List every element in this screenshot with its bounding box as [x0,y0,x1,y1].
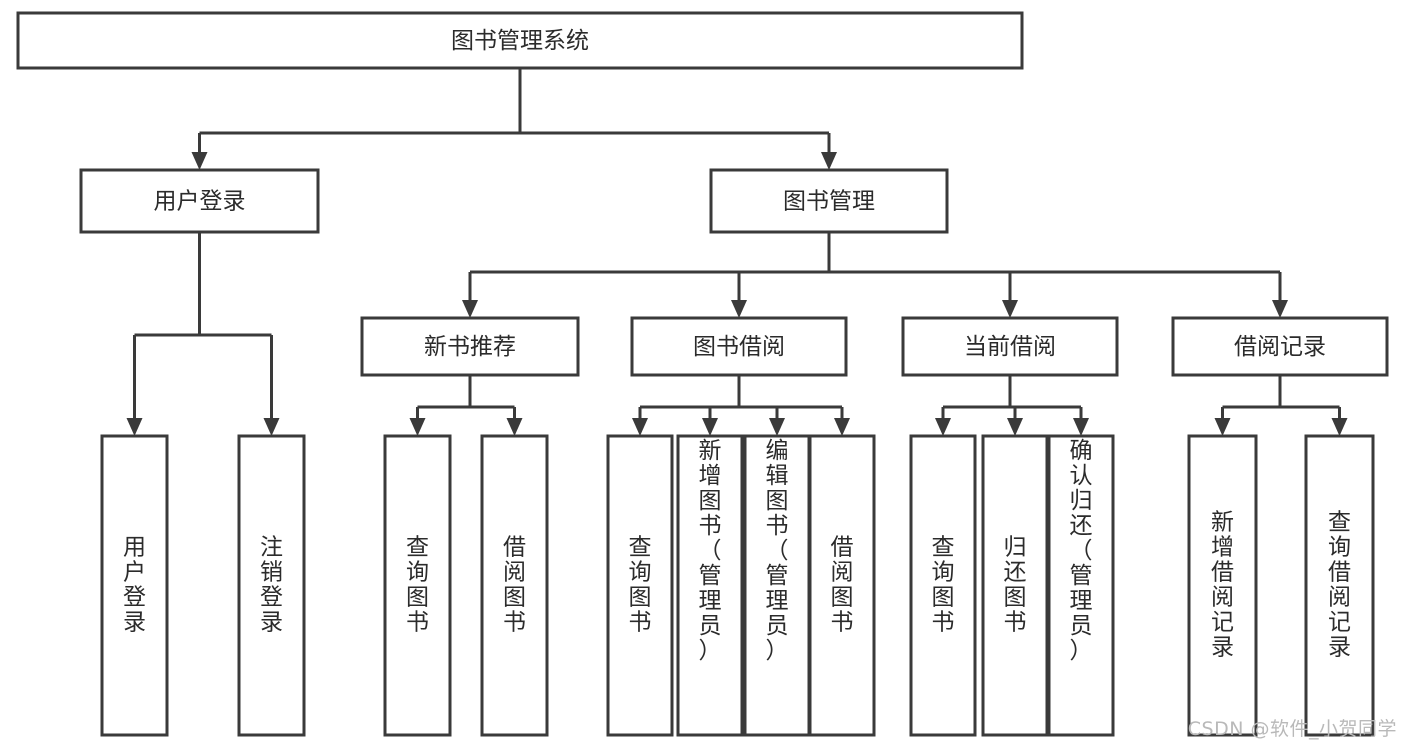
node-label: 注销登录 [260,535,283,636]
arrow-head [191,152,208,170]
node-box[interactable] [909,434,977,737]
node-leaf-编辑图书管理员-6[interactable]: 编辑图书（管理员） [743,434,811,737]
node-leaf-查询借阅记录-12[interactable]: 查询借阅记录 [1304,434,1375,737]
node-level3-新书推荐-0[interactable]: 新书推荐 [360,316,580,377]
node-level3-图书借阅-1[interactable]: 图书借阅 [630,316,848,377]
node-box[interactable] [709,168,949,234]
arrow-head [409,418,426,436]
csdn-watermark: CSDN @软件_小贺同学 [1187,718,1397,740]
connector-layer [126,68,1348,436]
node-leaf-查询图书-4[interactable]: 查询图书 [606,434,674,737]
node-box[interactable] [630,316,848,377]
node-label: 图书管理系统 [451,28,589,54]
node-label: 查询借阅记录 [1328,510,1351,661]
node-label: 当前借阅 [964,334,1056,360]
arrow-head [632,418,648,436]
node-box[interactable] [360,316,580,377]
node-label: 用户登录 [123,535,146,636]
node-box[interactable] [480,434,549,737]
node-leaf-确认归还管理员-10[interactable]: 确认归还（管理员） [1047,434,1115,737]
node-label: 新增图书（管理员） [699,438,722,664]
node-level2-用户登录-0[interactable]: 用户登录 [79,168,320,234]
node-box[interactable] [1304,434,1375,737]
node-box[interactable] [808,434,876,737]
node-box[interactable] [1047,434,1115,737]
node-box[interactable] [1187,434,1258,737]
arrow-head [1331,418,1348,436]
node-box[interactable] [100,434,169,737]
node-leaf-注销登录-1[interactable]: 注销登录 [237,434,306,737]
arrow-head [769,418,785,436]
arrow-head [1272,300,1288,318]
arrow-head [462,300,478,318]
arrow-head [1002,300,1018,318]
arrow-head [935,418,951,436]
arrow-head [1214,418,1231,436]
node-root-图书管理系统-0[interactable]: 图书管理系统 [16,11,1024,70]
node-leaf-新增借阅记录-11[interactable]: 新增借阅记录 [1187,434,1258,737]
arrow-head [263,418,280,436]
node-label: 图书借阅 [693,334,785,360]
node-leaf-归还图书-9[interactable]: 归还图书 [981,434,1049,737]
node-label: 归还图书 [1004,535,1027,636]
node-label: 编辑图书（管理员） [766,438,789,664]
node-label: 查询图书 [932,535,955,636]
node-box[interactable] [901,316,1119,377]
arrow-head [821,152,837,170]
arrow-head [1073,418,1089,436]
node-box[interactable] [1171,316,1389,377]
node-box[interactable] [981,434,1049,737]
node-level3-借阅记录-3[interactable]: 借阅记录 [1171,316,1389,377]
node-label: 借阅记录 [1234,334,1326,360]
node-label: 查询图书 [406,535,429,636]
node-box[interactable] [237,434,306,737]
node-leaf-新增图书管理员-5[interactable]: 新增图书（管理员） [676,434,744,737]
arrow-head [126,418,143,436]
node-label: 新书推荐 [424,334,516,360]
node-box[interactable] [676,434,744,737]
node-box[interactable] [16,11,1024,70]
node-box[interactable] [743,434,811,737]
arrow-head [834,418,850,436]
node-label: 图书管理 [783,189,875,215]
node-label: 借阅图书 [831,535,854,636]
node-label: 借阅图书 [503,535,526,636]
node-box[interactable] [79,168,320,234]
node-label: 查询图书 [629,535,652,636]
node-label: 确认归还（管理员） [1070,438,1093,664]
node-box[interactable] [606,434,674,737]
node-leaf-用户登录-0[interactable]: 用户登录 [100,434,169,737]
node-leaf-查询图书-2[interactable]: 查询图书 [383,434,452,737]
arrow-head [731,300,747,318]
node-level3-当前借阅-2[interactable]: 当前借阅 [901,316,1119,377]
node-leaf-借阅图书-7[interactable]: 借阅图书 [808,434,876,737]
node-label: 新增借阅记录 [1211,510,1234,661]
node-box[interactable] [383,434,452,737]
node-label: 用户登录 [154,189,246,215]
arrow-head [1007,418,1023,436]
node-leaf-借阅图书-3[interactable]: 借阅图书 [480,434,549,737]
node-level2-图书管理-1[interactable]: 图书管理 [709,168,949,234]
node-leaf-查询图书-8[interactable]: 查询图书 [909,434,977,737]
node-layer: 图书管理系统用户登录图书管理新书推荐图书借阅当前借阅借阅记录用户登录注销登录查询… [16,11,1389,737]
arrow-head [506,418,523,436]
arrow-head [702,418,718,436]
